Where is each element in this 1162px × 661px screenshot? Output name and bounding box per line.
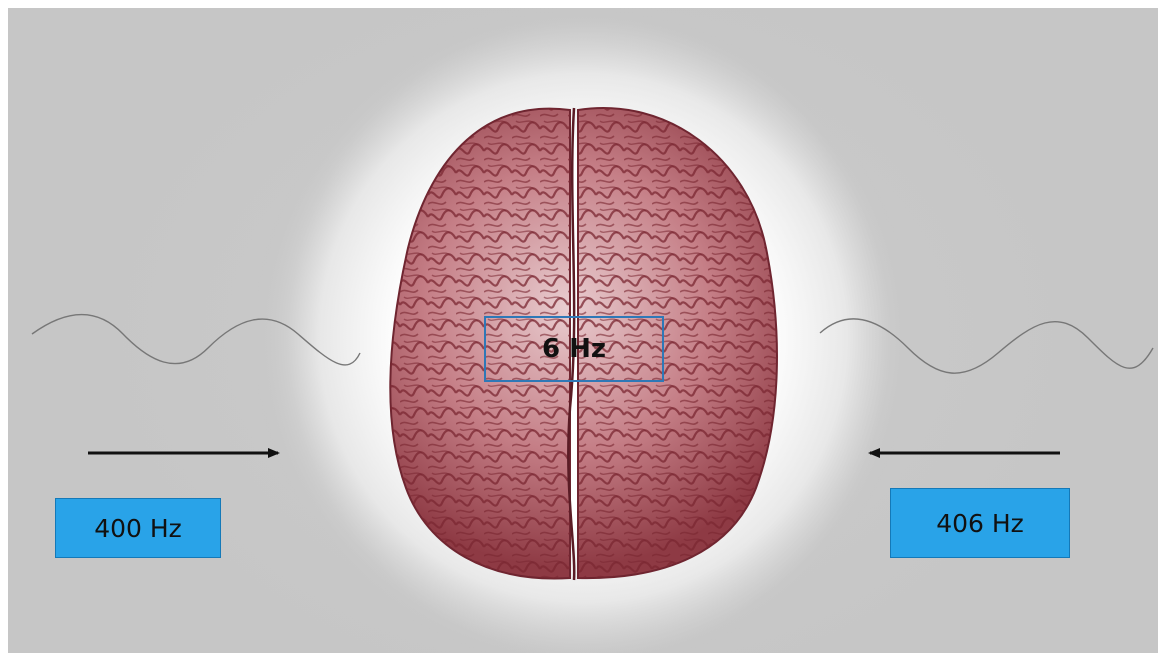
beat-frequency-text: 6 Hz [542,334,606,364]
right-frequency-text: 406 Hz [936,509,1024,538]
diagram-panel: 400 Hz 406 Hz 6 Hz [8,8,1158,653]
beat-frequency-box: 6 Hz [484,316,664,382]
right-frequency-label: 406 Hz [890,488,1070,558]
left-frequency-label: 400 Hz [55,498,221,558]
left-frequency-text: 400 Hz [94,514,182,543]
